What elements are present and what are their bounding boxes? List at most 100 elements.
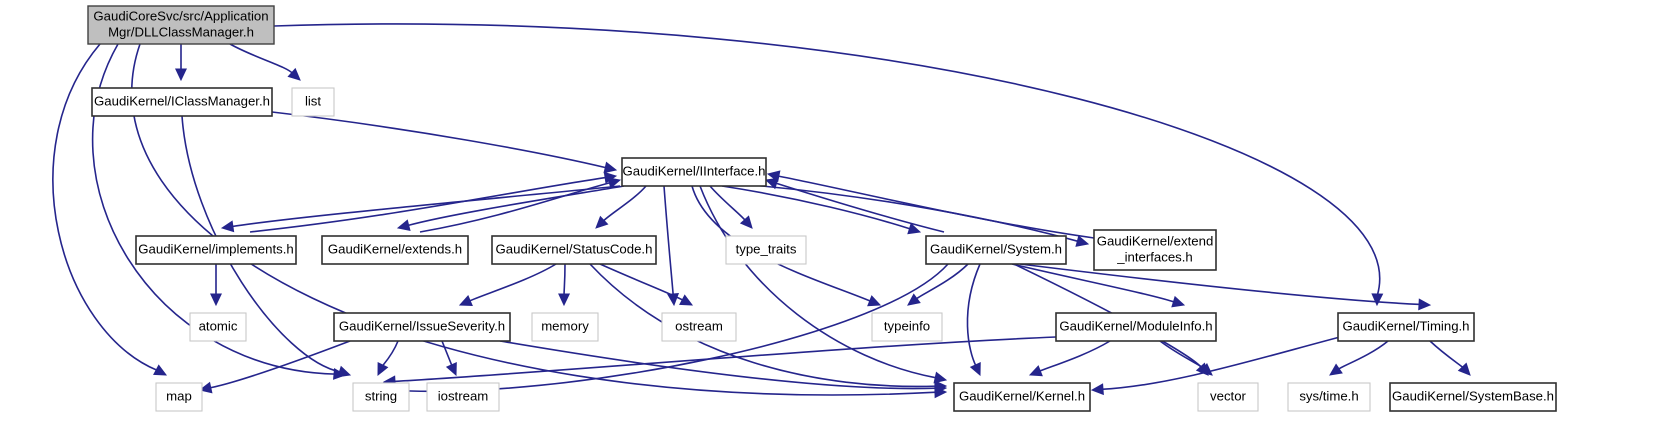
edge-iinterface-to-extends [396, 185, 625, 231]
edge-system-to-moduleinfo [1011, 263, 1186, 308]
arrowhead-icon [607, 177, 622, 189]
edge-line [721, 185, 912, 230]
graph-node-memory[interactable]: memory [531, 312, 599, 342]
edge-line [231, 185, 621, 228]
edge-line [1101, 336, 1341, 391]
node-box[interactable] [953, 382, 1091, 412]
node-box[interactable] [491, 235, 657, 265]
edge-system-to-timing [1019, 263, 1432, 311]
graph-node-issuesev[interactable]: GaudiKernel/IssueSeverity.h [333, 312, 511, 342]
graph-node-iinterface[interactable]: GaudiKernel/IInterface.h [621, 157, 767, 187]
graph-node-typeinfo[interactable]: typeinfo [871, 312, 943, 342]
node-box[interactable] [1337, 312, 1475, 342]
node-box[interactable] [661, 312, 737, 342]
edge-line [1011, 263, 1176, 303]
arrowhead-icon [1371, 293, 1384, 307]
node-box[interactable] [291, 87, 335, 117]
graph-node-kernel[interactable]: GaudiKernel/Kernel.h [953, 382, 1091, 412]
node-box[interactable] [1389, 382, 1557, 412]
graph-node-map[interactable]: map [155, 382, 203, 412]
edge-line [468, 263, 557, 303]
edge-line [709, 185, 747, 222]
edge-system-to-typeinfo [907, 263, 969, 306]
graph-node-iostream[interactable]: iostream [426, 382, 500, 412]
arrowhead-icon [1457, 362, 1471, 376]
edge-line [271, 111, 607, 169]
edge-line [249, 176, 607, 233]
arrowhead-icon [198, 381, 213, 394]
arrowhead-icon [396, 219, 411, 231]
graph-node-timing[interactable]: GaudiKernel/Timing.h [1337, 312, 1475, 342]
arrowhead-icon [220, 220, 235, 233]
arrowhead-icon [337, 365, 352, 378]
graph-node-vector[interactable]: vector [1197, 382, 1259, 412]
node-box[interactable] [1055, 312, 1217, 342]
graph-node-iclass[interactable]: GaudiKernel/IClassManager.h [91, 87, 273, 117]
arrowhead-icon [558, 293, 571, 307]
graph-node-implements[interactable]: GaudiKernel/implements.h [135, 235, 297, 265]
edge-dll-to-list [229, 43, 301, 81]
node-box[interactable] [621, 157, 767, 187]
edge-line [602, 185, 647, 223]
node-box[interactable] [87, 5, 275, 45]
graph-node-dll[interactable]: GaudiCoreSvc/src/ApplicationMgr/DLLClass… [87, 5, 275, 45]
node-box[interactable] [155, 382, 203, 412]
edge-line [1429, 340, 1465, 369]
edge-system-to-iinterface [764, 177, 945, 233]
edge-line [563, 263, 566, 296]
edge-line [915, 263, 969, 300]
node-box[interactable] [925, 235, 1067, 265]
node-box[interactable] [725, 235, 807, 265]
edge-iclass-to-string [181, 115, 352, 378]
node-box[interactable] [352, 382, 410, 412]
node-box[interactable] [135, 235, 297, 265]
graph-node-list[interactable]: list [291, 87, 335, 117]
edge-line [52, 43, 158, 372]
graph-node-atomic[interactable]: atomic [189, 312, 247, 342]
edge-moduleinfo-to-kernel [1028, 340, 1111, 377]
edge-iinterface-to-typetraits [709, 185, 753, 229]
graph-node-string[interactable]: string [352, 382, 410, 412]
edge-iinterface-to-system [721, 185, 922, 235]
edge-timing-to-systembase [1429, 340, 1471, 376]
graph-node-extends[interactable]: GaudiKernel/extends.h [321, 235, 469, 265]
graph-node-moduleinfo[interactable]: GaudiKernel/ModuleInfo.h [1055, 312, 1217, 342]
edge-system-to-kernel [966, 263, 981, 377]
edge-moduleinfo-to-string [382, 336, 1057, 388]
edge-iinterface-to-statuscode [595, 185, 647, 229]
edge-issuesev-to-string [377, 340, 399, 377]
edge-line [774, 182, 945, 233]
graph-node-systime[interactable]: sys/time.h [1287, 382, 1371, 412]
node-box[interactable] [1287, 382, 1371, 412]
node-box[interactable] [1197, 382, 1259, 412]
graph-node-systembase[interactable]: GaudiKernel/SystemBase.h [1389, 382, 1557, 412]
node-box[interactable] [333, 312, 511, 342]
arrowhead-icon [934, 382, 948, 395]
arrowhead-icon [969, 362, 981, 377]
graph-node-ostream[interactable]: ostream [661, 312, 737, 342]
edge-dll-to-map [52, 43, 168, 376]
arrowhead-icon [175, 68, 187, 82]
graph-node-statuscode[interactable]: GaudiKernel/StatusCode.h [491, 235, 657, 265]
edge-line [273, 23, 1381, 296]
node-box[interactable] [426, 382, 500, 412]
node-box[interactable] [531, 312, 599, 342]
edge-statuscode-to-ostream [599, 263, 694, 306]
arrowhead-icon [766, 170, 781, 183]
graph-node-system[interactable]: GaudiKernel/System.h [925, 235, 1067, 265]
edge-line [1159, 340, 1206, 370]
edge-dll-to-iclass [175, 43, 187, 82]
edge-implements-to-atomic [210, 263, 222, 307]
arrowhead-icon [458, 294, 473, 307]
arrowhead-icon [287, 67, 301, 81]
graph-node-extendint[interactable]: GaudiKernel/extend_interfaces.h [1093, 229, 1217, 271]
edge-line [181, 115, 342, 373]
node-box[interactable] [189, 312, 247, 342]
node-box[interactable] [91, 87, 273, 117]
node-box[interactable] [321, 235, 469, 265]
node-box[interactable] [871, 312, 943, 342]
graph-node-typetraits[interactable]: type_traits [725, 235, 807, 265]
arrowhead-icon [679, 294, 694, 306]
node-box[interactable] [1093, 229, 1217, 271]
